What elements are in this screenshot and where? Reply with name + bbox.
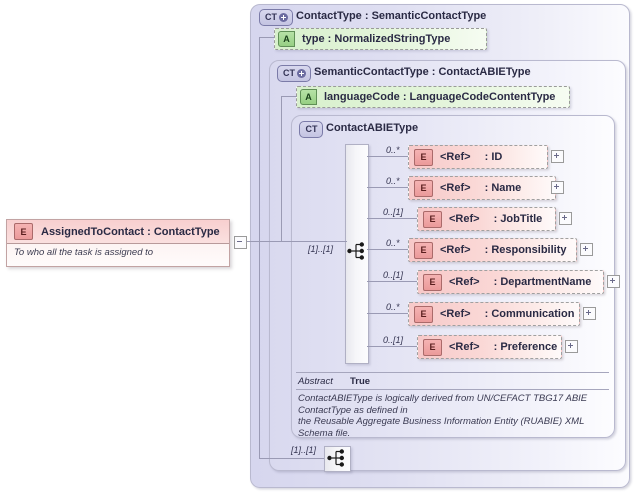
root-element-assignedtocontact[interactable]: E AssignedToContact : ContactType To who… xyxy=(6,219,230,267)
expander-element-communication[interactable] xyxy=(583,307,596,320)
complextype-icon-label-abie: CT xyxy=(305,124,318,134)
attribute-icon: A xyxy=(278,31,295,47)
expander-element-jobtitle[interactable] xyxy=(559,212,572,225)
occurrence-sequence-inner: [1]..[1] xyxy=(308,244,334,254)
collapse-toggle-root[interactable] xyxy=(234,236,247,249)
occurrence-element-5: 0..[1] xyxy=(383,270,404,280)
root-element-documentation: To who all the task is assigned to xyxy=(14,247,154,258)
attribute-languagecode[interactable]: A languageCode : LanguageCodeContentType xyxy=(296,86,570,108)
sequence-compositor-inner[interactable] xyxy=(345,144,369,364)
connector-element-5 xyxy=(367,281,417,282)
expander-element-id[interactable] xyxy=(551,150,564,163)
element-id[interactable]: E <Ref> : ID xyxy=(408,145,548,169)
plus-circle-icon-semantic xyxy=(297,69,306,78)
element-name-responsibility: : Responsibility xyxy=(484,244,567,256)
connector-trunk-semantic xyxy=(281,96,282,241)
expander-element-responsibility[interactable] xyxy=(580,243,593,256)
connector-into-outer-sequence xyxy=(286,458,324,459)
element-responsibility[interactable]: E <Ref> : Responsibility xyxy=(408,238,577,262)
element-ref-label: <Ref> xyxy=(440,182,471,194)
connector-root-to-sequence xyxy=(234,241,312,242)
element-communication[interactable]: E <Ref> : Communication xyxy=(408,302,580,326)
element-name-departmentname: : DepartmentName xyxy=(493,276,592,288)
complextype-icon-label: CT xyxy=(265,12,277,22)
element-ref-label: <Ref> xyxy=(449,276,480,288)
annotation-block: Abstract True ContactABIEType is logical… xyxy=(296,372,609,439)
sequence-glyph-icon-outer xyxy=(327,449,344,467)
connector-element-3 xyxy=(367,218,417,219)
abstract-label: Abstract xyxy=(298,376,333,387)
element-icon: E xyxy=(423,273,442,291)
connector-trunk-contacttype-lower xyxy=(259,241,260,458)
expander-element-preference[interactable] xyxy=(565,340,578,353)
element-preference[interactable]: E <Ref> : Preference xyxy=(417,335,562,359)
occurrence-element-6: 0..* xyxy=(386,302,400,312)
element-name-jobtitle: : JobTitle xyxy=(493,213,543,225)
attribute-icon-languagecode: A xyxy=(300,89,317,105)
element-ref-label: <Ref> xyxy=(440,244,471,256)
complextype-icon-label-semantic: CT xyxy=(283,68,295,78)
attribute-type[interactable]: A type : NormalizedStringType xyxy=(274,28,487,50)
annotation-rule-top xyxy=(296,372,609,373)
element-name-id: : ID xyxy=(484,151,503,163)
connector-into-inner-sequence xyxy=(303,241,347,242)
element-departmentname[interactable]: E <Ref> : DepartmentName xyxy=(417,270,604,294)
element-icon: E xyxy=(414,241,433,259)
connector-element-1 xyxy=(367,156,408,157)
element-name-communication: : Communication xyxy=(484,308,575,320)
occurrence-element-1: 0..* xyxy=(386,145,400,155)
connector-element-2 xyxy=(367,187,408,188)
attribute-languagecode-label: languageCode : LanguageCodeContentType xyxy=(324,91,556,103)
attribute-type-label: type : NormalizedStringType xyxy=(302,33,451,45)
connector-to-outer-sequence xyxy=(259,458,286,459)
complextype-icon[interactable]: CT xyxy=(299,121,323,138)
root-element-title: AssignedToContact : ContactType xyxy=(41,225,220,238)
element-name[interactable]: E <Ref> : Name xyxy=(408,176,556,200)
expander-element-departmentname[interactable] xyxy=(607,275,620,288)
occurrence-sequence-outer: [1]..[1] xyxy=(291,445,317,455)
sequence-glyph-icon xyxy=(347,242,364,260)
element-name-preference: : Preference xyxy=(493,341,558,353)
connector-trunk-contacttype xyxy=(259,37,260,241)
annotation-documentation: ContactABIEType is logically derived fro… xyxy=(298,393,588,439)
connector-to-attribute-type xyxy=(259,37,275,38)
element-icon: E xyxy=(414,179,433,197)
connector-element-4 xyxy=(367,249,408,250)
abstract-value: True xyxy=(350,376,371,387)
element-icon: E xyxy=(414,305,433,323)
connector-to-attribute-languagecode xyxy=(281,96,297,97)
element-icon: E xyxy=(423,210,442,228)
element-ref-label: <Ref> xyxy=(449,213,480,225)
element-ref-label: <Ref> xyxy=(440,308,471,320)
plus-circle-icon xyxy=(279,13,288,22)
connector-element-7 xyxy=(367,346,417,347)
container-title-contacttype: ContactType : SemanticContactType xyxy=(296,10,487,22)
occurrence-element-7: 0..[1] xyxy=(383,335,404,345)
element-icon: E xyxy=(414,148,433,166)
complextype-expandable-icon[interactable]: CT xyxy=(259,9,293,26)
element-ref-label: <Ref> xyxy=(440,151,471,163)
annotation-rule-bottom xyxy=(296,389,609,390)
element-name-name: : Name xyxy=(484,182,522,194)
occurrence-element-3: 0..[1] xyxy=(383,207,404,217)
complextype-expandable-icon-semantic[interactable]: CT xyxy=(277,65,311,82)
container-title-contactabietype: ContactABIEType xyxy=(326,122,419,134)
expander-element-name[interactable] xyxy=(551,181,564,194)
occurrence-element-2: 0..* xyxy=(386,176,400,186)
element-icon-root: E xyxy=(14,223,33,240)
element-icon: E xyxy=(423,338,442,356)
connector-element-6 xyxy=(367,313,408,314)
container-title-semanticcontacttype: SemanticContactType : ContactABIEType xyxy=(314,66,531,78)
occurrence-element-4: 0..* xyxy=(386,238,400,248)
element-jobtitle[interactable]: E <Ref> : JobTitle xyxy=(417,207,556,231)
root-element-header: E AssignedToContact : ContactType xyxy=(7,220,229,244)
element-ref-label: <Ref> xyxy=(449,341,480,353)
